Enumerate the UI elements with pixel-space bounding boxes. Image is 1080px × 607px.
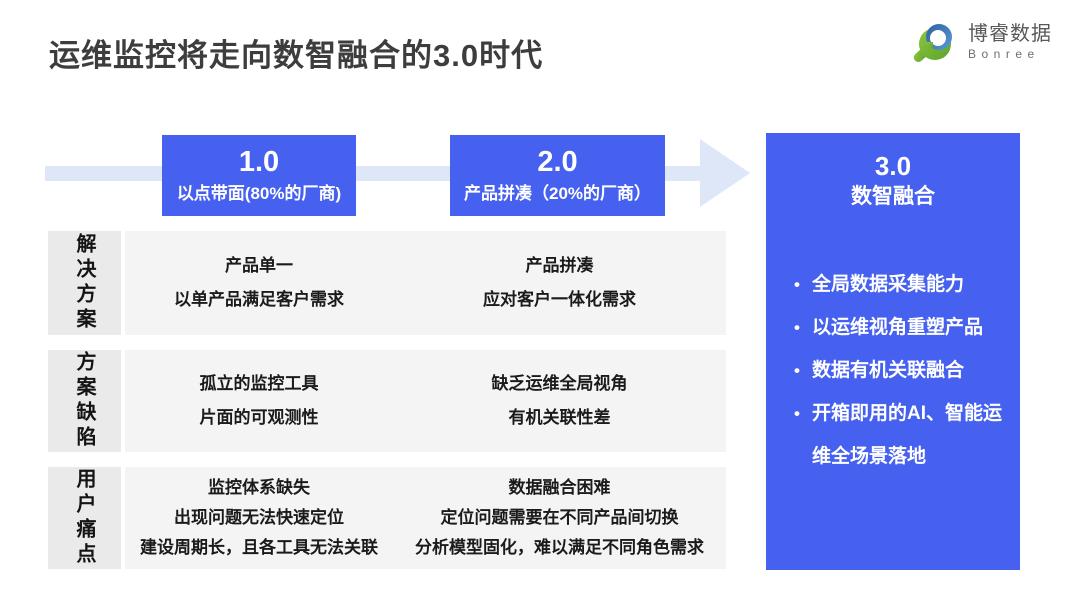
row-solution-label: 解决方案 [48,231,121,335]
stage-3-version: 3.0 [874,151,912,181]
timeline-arrow-head-icon [700,139,750,207]
stage-1-version: 1.0 [238,145,280,178]
row-defects-content: 孤立的监控工具 片面的可观测性 缺乏运维全局视角 有机关联性差 [125,350,726,452]
logo-text: 博睿数据 Bonree [968,23,1052,62]
bullet-dot-icon: • [794,275,800,294]
stage-1-desc: 以点带面(80%的厂商) [176,184,342,204]
row-painpoints-cell-2: 数据融合困难 定位问题需要在不同产品间切换 分析模型固化，难以满足不同角色需求 [415,478,704,557]
bullet-dot-icon: • [794,318,800,337]
stage-3-bullet-list: • 全局数据采集能力 • 以运维视角重塑产品 • 数据有机关联融合 • 开箱即用… [766,263,1020,478]
stage-3-name: 数智融合 [851,185,935,208]
bullet-item: • 开箱即用的AI、智能运维全场景落地 [794,392,1020,478]
logo: 博睿数据 Bonree [911,18,1052,66]
logo-name: 博睿数据 [968,22,1052,45]
row-solution-cell-2: 产品拼凑 应对客户一体化需求 [483,256,636,309]
bullet-item: • 数据有机关联融合 [794,349,1020,392]
row-painpoints-label: 用户痛点 [48,467,121,569]
bullet-dot-icon: • [794,404,800,423]
row-solution-content: 产品单一 以单产品满足客户需求 产品拼凑 应对客户一体化需求 [125,231,726,335]
stage-box-2-0: 2.0 产品拼凑（20%的厂商） [450,135,665,216]
stage-box-1-0: 1.0 以点带面(80%的厂商) [162,135,356,216]
bullet-dot-icon: • [794,361,800,380]
row-solution-cell-1: 产品单一 以单产品满足客户需求 [174,256,344,309]
row-defects-label: 方案缺陷 [48,350,121,452]
stage-2-desc: 产品拼凑（20%的厂商） [463,184,652,204]
logo-subname: Bonree [968,46,1040,61]
stage-2-version: 2.0 [537,145,578,178]
bonree-logo-icon [913,24,952,63]
page-title: 运维监控将走向数智融合的3.0时代 [49,38,544,73]
stage-panel-3-0: 3.0 数智融合 • 全局数据采集能力 • 以运维视角重塑产品 • 数据有机关联… [766,133,1020,570]
row-painpoints-cell-1: 监控体系缺失 出现问题无法快速定位 建设周期长，且各工具无法关联 [140,478,378,557]
row-defects-cell-1: 孤立的监控工具 片面的可观测性 [199,374,319,427]
row-painpoints-content: 监控体系缺失 出现问题无法快速定位 建设周期长，且各工具无法关联 数据融合困难 … [125,467,726,569]
bullet-item: • 全局数据采集能力 [794,263,1020,306]
bullet-item: • 以运维视角重塑产品 [794,306,1020,349]
row-defects-cell-2: 缺乏运维全局视角 有机关联性差 [491,374,628,427]
